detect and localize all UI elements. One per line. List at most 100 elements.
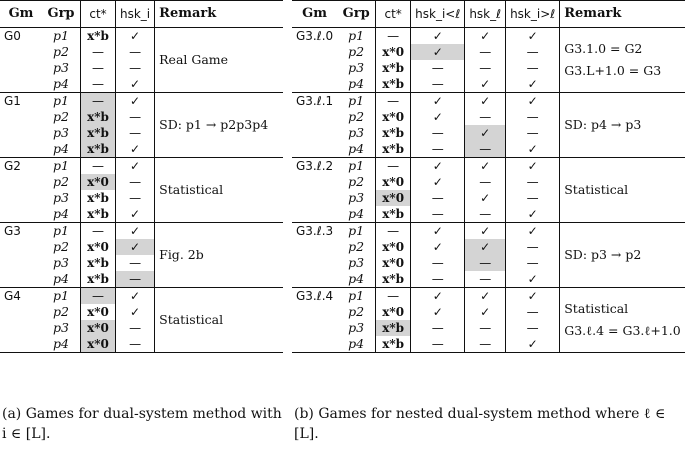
hsk-cell-b: ✓ xyxy=(464,190,506,206)
group-label: p3 xyxy=(348,125,365,140)
ct-cell: x*0 xyxy=(375,304,411,320)
table-a-header-ct: ct* xyxy=(80,0,116,28)
table-b-header-gm: Gm xyxy=(302,6,327,21)
hsk-cell-c: ✓ xyxy=(505,287,560,304)
remark-cell: Real Game xyxy=(154,27,283,93)
game-label: G2 xyxy=(0,157,42,174)
hsk-cell-a: ✓ xyxy=(410,109,465,125)
ct-cell: — xyxy=(80,76,116,93)
ct-cell: x*b xyxy=(80,255,116,271)
hsk-cell-a: ✓ xyxy=(410,92,465,109)
ct-cell: x*0 xyxy=(375,174,411,190)
game-label xyxy=(292,76,337,93)
hsk-cell-a: — xyxy=(410,141,465,158)
hsk-cell-c: ✓ xyxy=(505,271,560,288)
game-label xyxy=(0,206,42,223)
group-label: p3 xyxy=(348,255,365,270)
hsk-cell: — xyxy=(114,255,155,271)
hsk-cell-a: — xyxy=(410,206,465,223)
hsk-cell: — xyxy=(114,336,155,353)
ct-cell: x*0 xyxy=(375,255,411,271)
game-label xyxy=(0,109,42,125)
hsk-cell: — xyxy=(114,109,155,125)
hsk-cell-c: — xyxy=(505,320,560,336)
hsk-cell-a: — xyxy=(410,271,465,288)
table-a-header-grp: Grp xyxy=(47,6,75,21)
group-label: p2 xyxy=(53,44,69,59)
ct-cell: x*b xyxy=(375,76,411,93)
hsk-cell-a: — xyxy=(410,76,465,93)
game-label xyxy=(0,239,42,255)
hsk-cell: — xyxy=(114,44,155,60)
ct-cell: x*0 xyxy=(375,239,411,255)
ct-cell: — xyxy=(80,287,116,304)
table-row: p3 x*b— xyxy=(0,255,283,271)
group-label: p3 xyxy=(53,125,69,140)
hsk-cell: — xyxy=(114,125,155,141)
hsk-cell-b: — xyxy=(464,141,506,158)
hsk-cell-c: ✓ xyxy=(505,76,560,93)
ct-cell: x*0 xyxy=(375,109,411,125)
group-label: p1 xyxy=(42,92,81,109)
remark-cell: Statistical xyxy=(154,287,283,353)
hsk-cell-a: ✓ xyxy=(410,174,465,190)
game-label: G1 xyxy=(0,92,42,109)
game-label xyxy=(292,336,337,353)
hsk-cell-a: — xyxy=(410,320,465,336)
hsk-cell-c: ✓ xyxy=(505,27,560,44)
game-label xyxy=(292,255,337,271)
table-a-header-remark: Remark xyxy=(154,0,283,28)
hsk-cell-b: ✓ xyxy=(464,304,506,320)
ct-cell: x*0 xyxy=(80,336,116,353)
caption-a: (a) Games for dual-system method with i … xyxy=(2,406,282,442)
ct-cell: — xyxy=(80,44,116,60)
hsk-cell-c: — xyxy=(505,190,560,206)
ct-cell: x*b xyxy=(375,206,411,223)
hsk-cell: ✓ xyxy=(114,222,155,239)
hsk-cell-a: — xyxy=(410,125,465,141)
group-label: p4 xyxy=(53,271,69,286)
hsk-cell: ✓ xyxy=(114,157,155,174)
hsk-cell-b: — xyxy=(464,255,506,271)
game-label xyxy=(0,76,42,93)
hsk-cell-a: — xyxy=(410,60,465,76)
group-label: p1 xyxy=(337,222,376,239)
group-label: p4 xyxy=(53,141,69,156)
table-a-header-hsk: hsk_i xyxy=(114,0,155,28)
hsk-cell-b: ✓ xyxy=(464,287,506,304)
hsk-cell-c: — xyxy=(505,44,560,60)
hsk-cell-a: ✓ xyxy=(410,239,465,255)
ct-cell: — xyxy=(375,92,411,109)
group-label: p3 xyxy=(53,255,69,270)
ct-cell: x*0 xyxy=(80,239,116,255)
hsk-cell-b: — xyxy=(464,271,506,288)
group-label: p3 xyxy=(348,320,365,335)
hsk-cell-c: ✓ xyxy=(505,206,560,223)
group-label: p4 xyxy=(53,336,69,351)
remark-line: G3.L+1.0 = G3 xyxy=(564,63,662,78)
group-label: p1 xyxy=(42,222,81,239)
hsk-cell-b: ✓ xyxy=(464,239,506,255)
hsk-cell-a: ✓ xyxy=(410,157,465,174)
ct-cell: x*b xyxy=(375,141,411,158)
ct-cell: x*b xyxy=(80,109,116,125)
table-a-header-gm: Gm xyxy=(8,6,34,21)
group-label: p2 xyxy=(348,304,365,319)
game-label xyxy=(0,320,42,336)
hsk-cell: ✓ xyxy=(114,27,155,44)
